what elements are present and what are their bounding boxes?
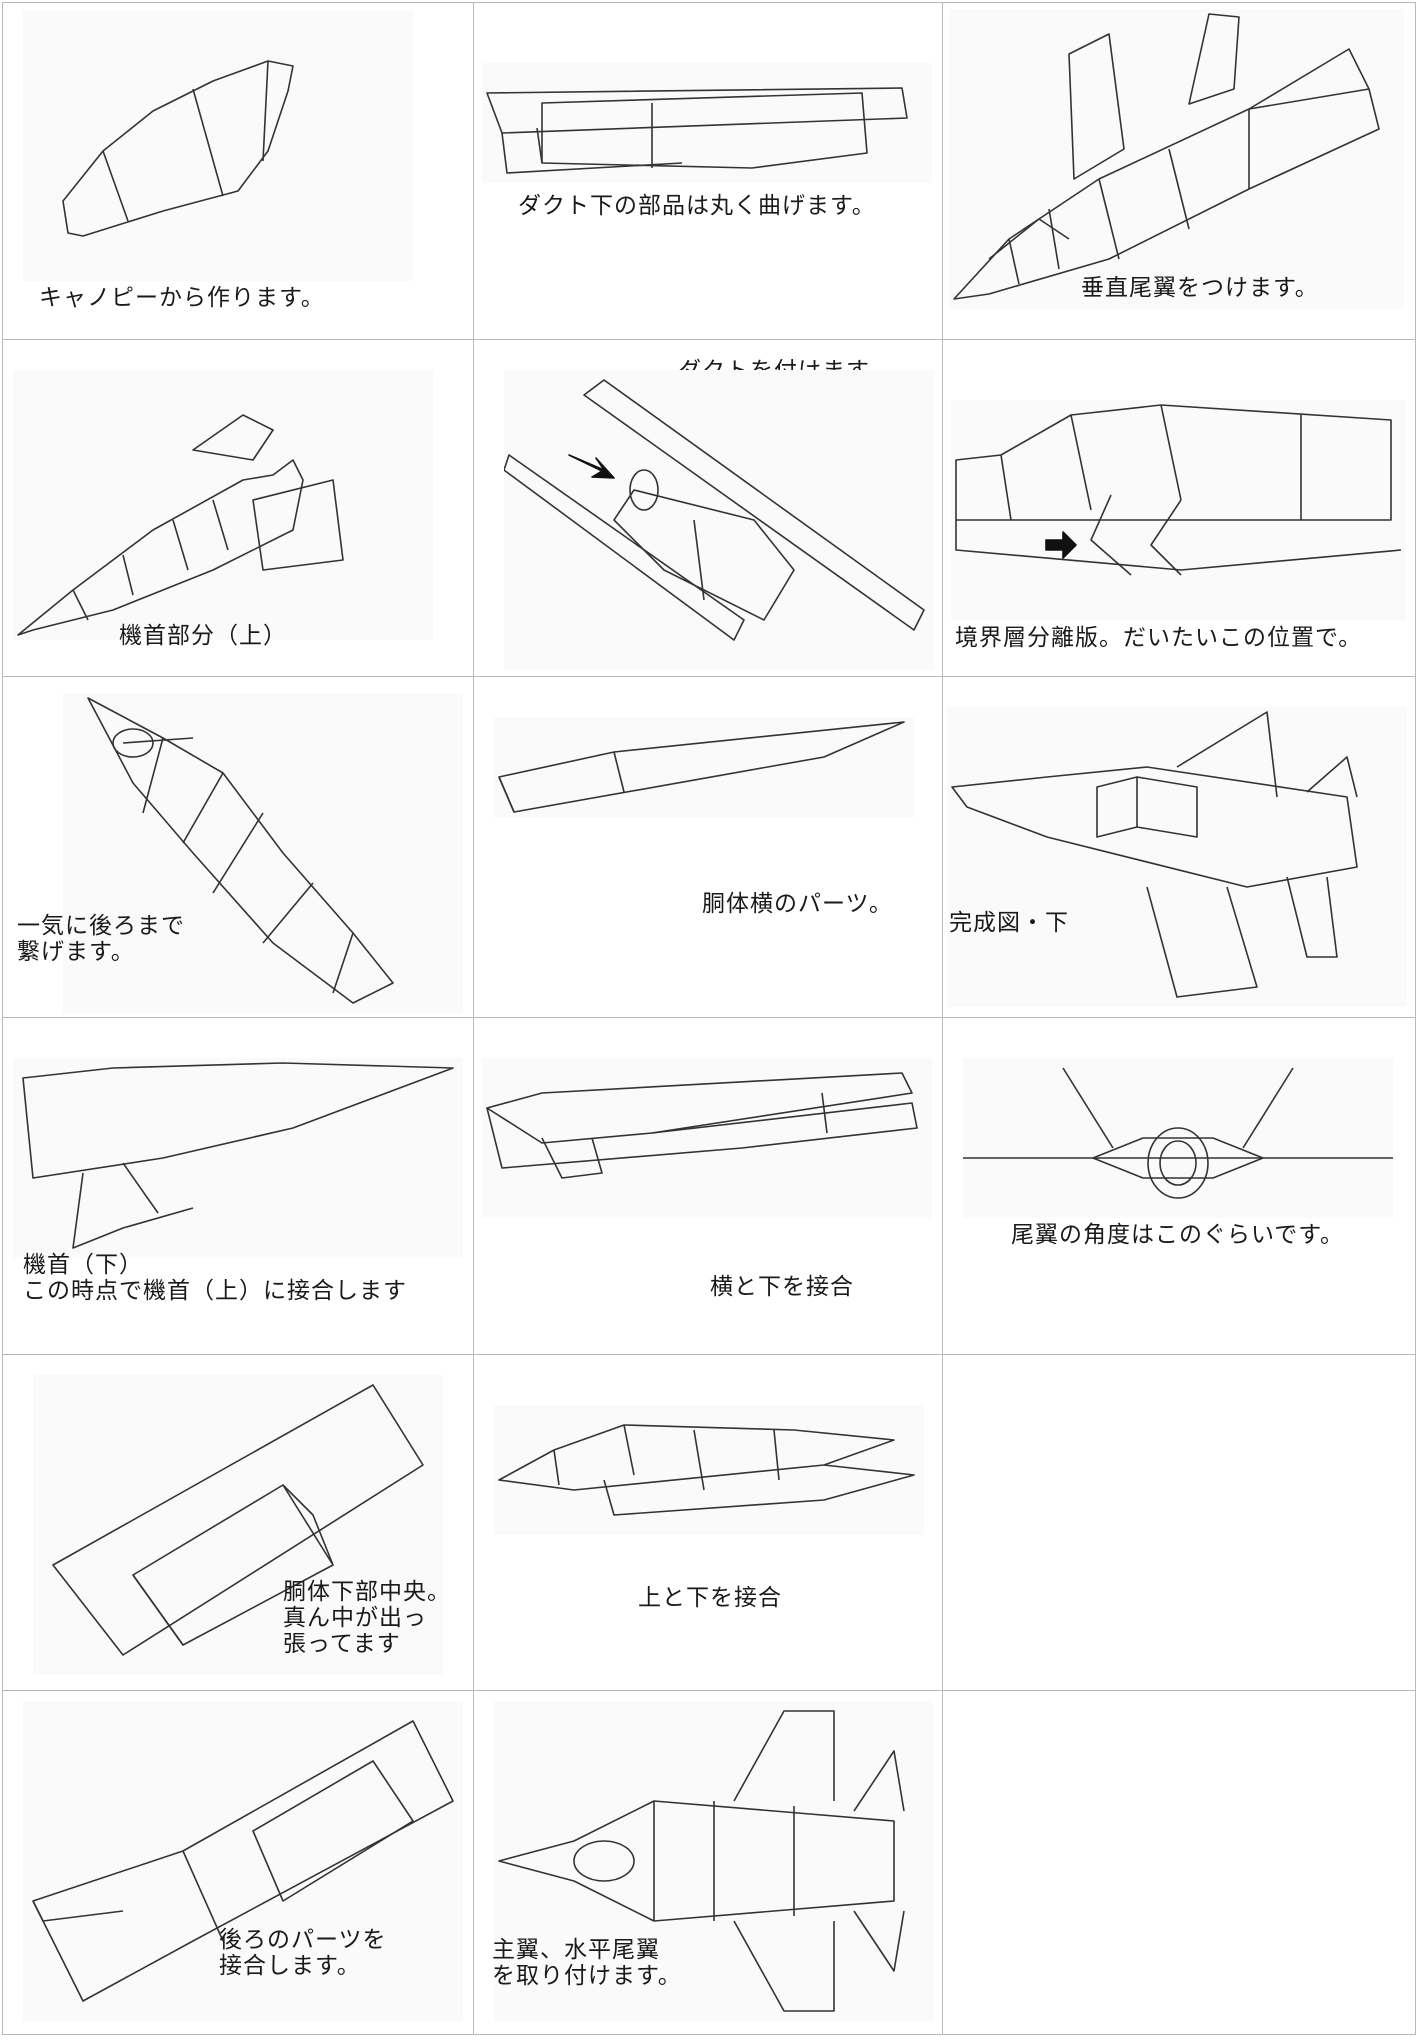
caption: 境界層分離版。だいたいこの位置で。 <box>955 625 1363 651</box>
caption: 一気に後ろまで 繋げます。 <box>17 913 185 965</box>
step-rear-parts: 後ろのパーツを 接合します。 <box>2 1690 474 2035</box>
caption: 胴体横のパーツ。 <box>702 891 893 917</box>
boundary-layer-drawing <box>951 400 1406 620</box>
fuselage-side-drawing <box>494 717 914 817</box>
caption: 胴体下部中央。 真ん中が出っ 張ってます <box>283 1579 451 1657</box>
vertical-tail-drawing <box>949 9 1404 309</box>
canopy-drawing <box>23 11 413 281</box>
step-duct-lower: ダクト下の部品は丸く曲げます。 <box>473 2 943 340</box>
nose-upper-drawing <box>13 370 433 640</box>
step-join-top-bottom: 上と下を接合 <box>473 1354 943 1691</box>
step-canopy: キャノピーから作ります。 <box>2 2 474 340</box>
step-fuselage-center: 胴体下部中央。 真ん中が出っ 張ってます <box>2 1354 474 1691</box>
join-top-bottom-drawing <box>494 1405 924 1535</box>
caption: 主翼、水平尾翼 を取り付けます。 <box>492 1937 682 1989</box>
nose-lower-drawing <box>13 1058 463 1258</box>
step-nose-upper: 機首部分（上） <box>2 339 474 677</box>
complete-bottom-drawing <box>947 707 1407 1007</box>
caption: 機首（下） この時点で機首（上）に接合します <box>23 1252 407 1304</box>
step-nose-lower: 機首（下） この時点で機首（上）に接合します <box>2 1017 474 1355</box>
join-side-bottom-drawing <box>482 1058 932 1218</box>
duct-lower-drawing <box>482 63 932 183</box>
duct-attach-drawing <box>504 370 934 670</box>
connect-rear-drawing <box>63 693 463 1013</box>
tail-angle-drawing <box>963 1058 1393 1218</box>
caption: 後ろのパーツを 接合します。 <box>219 1927 387 1979</box>
step-join-side-bottom: 横と下を接合 <box>473 1017 943 1355</box>
rear-parts-drawing <box>23 1701 463 2021</box>
caption: 尾翼の角度はこのぐらいです。 <box>1011 1222 1345 1248</box>
step-complete-bottom: 完成図・下 <box>942 676 1416 1018</box>
step-connect-rear: 一気に後ろまで 繋げます。 <box>2 676 474 1018</box>
step-tail-angle: 尾翼の角度はこのぐらいです。 <box>942 1017 1416 1355</box>
step-vertical-tail: 垂直尾翼をつけます。 <box>942 2 1416 340</box>
wings-drawing <box>494 1701 934 2021</box>
caption: 上と下を接合 <box>638 1585 782 1611</box>
empty-cell-r5 <box>942 1354 1416 1691</box>
empty-cell-r6 <box>942 1690 1416 2035</box>
step-wings: 主翼、水平尾翼 を取り付けます。 <box>473 1690 943 2035</box>
fuselage-center-drawing <box>33 1375 443 1675</box>
caption: 機首部分（上） <box>119 623 287 649</box>
caption: キャノピーから作ります。 <box>39 285 325 311</box>
caption: 完成図・下 <box>949 910 1069 936</box>
caption: ダクト下の部品は丸く曲げます。 <box>518 193 876 219</box>
step-fuselage-side: 胴体横のパーツ。 <box>473 676 943 1018</box>
caption: 横と下を接合 <box>710 1274 854 1300</box>
caption: 垂直尾翼をつけます。 <box>1081 275 1319 301</box>
step-duct-attach: ダクトを付けます。 <box>473 339 943 677</box>
step-boundary-layer: 境界層分離版。だいたいこの位置で。 <box>942 339 1416 677</box>
